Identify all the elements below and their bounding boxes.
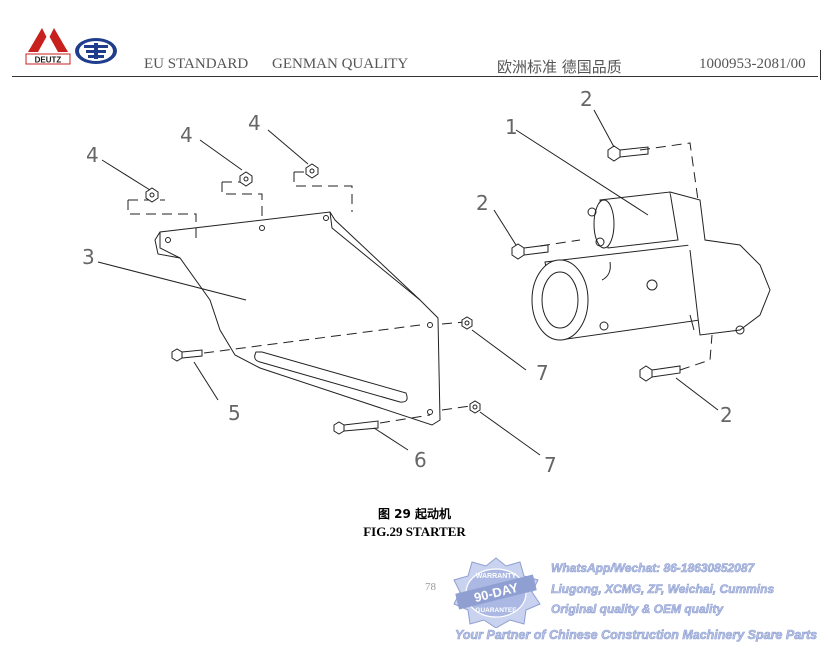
cn-quality-text: 欧洲标准 德国品质 (497, 58, 622, 76)
part-label-7b: 7 (544, 453, 557, 477)
watermark-tagline: Your Partner of Chinese Construction Mac… (455, 628, 818, 643)
badge-bottom-text: GUARANTEE (475, 607, 517, 614)
starter-motor (531, 191, 771, 341)
header-rule (12, 76, 818, 77)
nut-4a (145, 187, 159, 203)
part-label-3: 3 (82, 245, 95, 269)
part-label-7a: 7 (536, 361, 549, 385)
nut-4b (239, 171, 253, 187)
part-label-2b: 2 (476, 191, 489, 215)
faw-logo (75, 38, 117, 64)
watermark-brands: Liugong, XCMG, ZF, Weichai, Cummins (551, 582, 775, 597)
starter-exploded-drawing: 1 2 2 2 3 4 4 4 5 6 7 7 (82, 87, 771, 477)
nut-7a (461, 316, 473, 330)
nut-4c (305, 163, 319, 179)
deutz-logo-text: DEUTZ (35, 56, 62, 65)
part-label-6: 6 (414, 448, 427, 472)
part-label-5: 5 (228, 401, 241, 425)
badge-top-text: WARRANTY (476, 573, 517, 580)
figure-caption-cn: 图 29 起动机 (377, 507, 452, 521)
part-label-2a: 2 (580, 87, 593, 111)
quality-text: GENMAN QUALITY (272, 56, 409, 72)
watermark-contact: WhatsApp/Wechat: 86-18630852087 (551, 561, 755, 576)
bolt-6 (333, 420, 379, 435)
bolt-2b (511, 243, 549, 260)
deutz-logo: DEUTZ (25, 28, 71, 65)
nut-7b (469, 400, 481, 414)
bolt-2c (639, 365, 681, 382)
header-vertical-rule (820, 50, 821, 80)
part-label-1: 1 (505, 115, 518, 139)
figure-caption-en: FIG.29 STARTER (363, 524, 466, 539)
bracket-slot (254, 351, 408, 403)
warranty-badge: WARRANTY 90-DAY GUARANTEE (453, 557, 541, 628)
page-header: DEUTZ EU STANDARD GENMAN QUALITY 欧洲标准 德国… (0, 0, 829, 80)
part-label-2c: 2 (720, 403, 733, 427)
part-label-4c: 4 (248, 111, 261, 135)
doc-number: 1000953-2081/00 (699, 56, 806, 72)
bolt-5 (171, 348, 203, 362)
standard-text: EU STANDARD (144, 56, 249, 72)
bolt-2a (607, 145, 649, 162)
part-label-4a: 4 (86, 143, 99, 167)
page-number: 78 (425, 581, 436, 593)
part-label-4b: 4 (180, 123, 193, 147)
watermark-quality: Original quality & OEM quality (551, 602, 724, 617)
mounting-bracket (154, 211, 441, 426)
